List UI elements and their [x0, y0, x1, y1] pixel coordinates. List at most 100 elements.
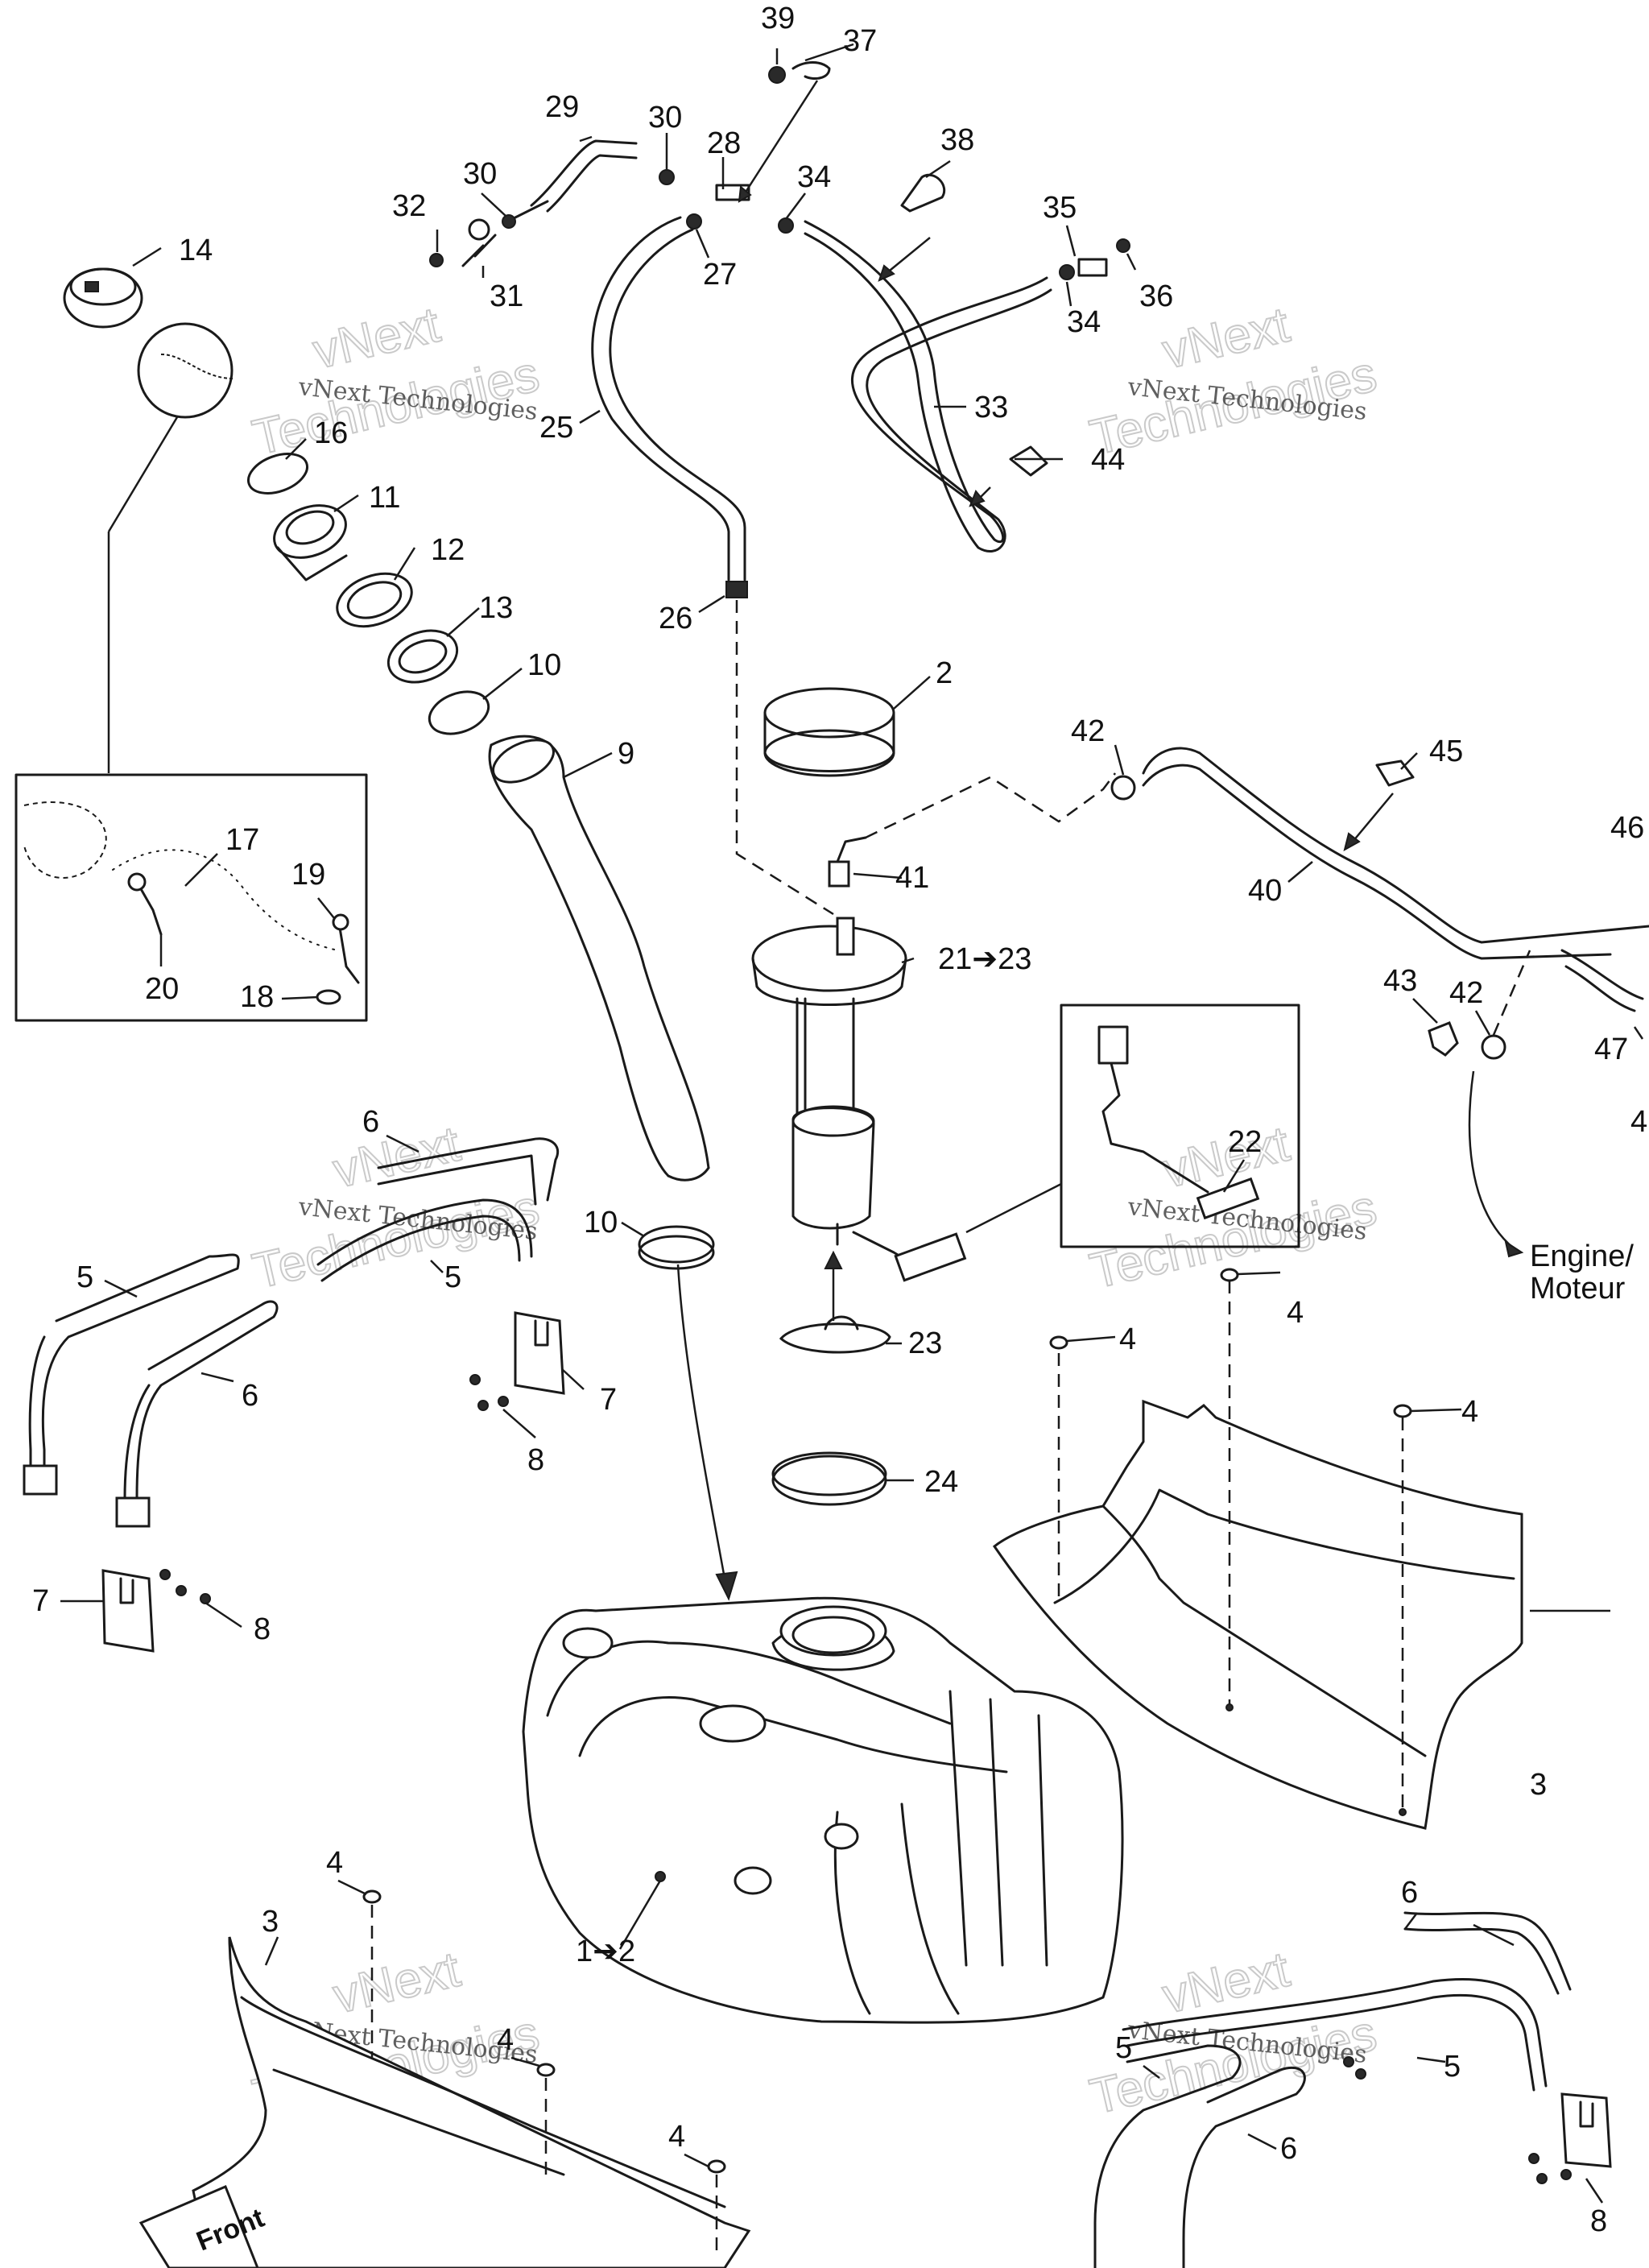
skid-plate-body-b: [192, 1936, 751, 2268]
straps-top-group: [23, 1137, 565, 1653]
callout-2: 2: [936, 656, 953, 690]
callout-6a: 6: [362, 1105, 379, 1139]
callout-4b: 4: [1287, 1296, 1304, 1330]
callout-17: 17: [225, 823, 259, 857]
callout-40: 40: [1248, 874, 1282, 908]
callout-3b: 3: [262, 1905, 279, 1939]
tank-opening: [779, 1605, 887, 1657]
float-detail-box: [965, 1004, 1300, 1248]
callout-43: 43: [1383, 964, 1417, 998]
gasket-16: [247, 453, 308, 495]
callout-31: 31: [490, 279, 523, 313]
watermark-large-vnext: vNext: [329, 1942, 465, 2025]
callout-23: 23: [908, 1326, 942, 1360]
callout-10b: 10: [584, 1206, 618, 1240]
callout-10a: 10: [527, 648, 561, 682]
skid-plate-3a: [992, 1268, 1523, 1830]
nut-39: [768, 66, 786, 84]
watermark-top-left: vNext Technologies vNext Technologies: [247, 296, 545, 467]
callout-8c: 8: [1590, 2204, 1607, 2238]
watermark-large-vnext: vNext: [308, 297, 445, 380]
washer-18: [316, 989, 341, 1005]
rivet-4c: [1393, 1404, 1412, 1418]
clamp-27: [686, 213, 702, 230]
clip-45: [1375, 759, 1415, 787]
callout-5a: 5: [76, 1260, 93, 1294]
clamp-10b: [638, 1225, 715, 1264]
tank-body: [522, 1596, 1124, 2024]
callout-labels: 39 37 29 30 28 38 30 32 34 35 31 27 36 3…: [32, 2, 1647, 2238]
callout-19: 19: [291, 858, 325, 892]
callout-7b: 7: [32, 1584, 49, 1618]
rivet-4a: [1049, 1335, 1068, 1350]
callout-30b: 30: [463, 157, 497, 191]
fitting-31: [468, 218, 490, 241]
callout-27: 27: [703, 258, 737, 292]
skid-plate-body: [992, 1399, 1523, 1830]
fuel-line-40: [865, 747, 1649, 1258]
clip-44: [1009, 445, 1048, 477]
rivet-4f: [707, 2159, 726, 2174]
callout-13: 13: [479, 591, 513, 625]
gasket-24: [771, 1455, 887, 1506]
callout-25: 25: [539, 411, 573, 445]
connector-43: [1428, 1021, 1459, 1057]
rivet-19: [332, 913, 349, 931]
callout-11: 11: [369, 481, 400, 515]
bracket-7c: [1560, 2092, 1612, 2168]
float-22: [894, 1232, 967, 1282]
connector-41: [828, 860, 850, 888]
tether-detail-circle: [137, 322, 234, 419]
callout-24: 24: [924, 1465, 958, 1499]
cap-36: [1116, 238, 1130, 253]
grommet-38: [900, 173, 946, 213]
callout-3a: 3: [1530, 1768, 1547, 1802]
clamp-34b: [1059, 264, 1075, 280]
watermark-large-vnext: vNext: [1158, 297, 1295, 380]
cap-32: [429, 253, 444, 267]
front-indicator: [138, 2185, 259, 2268]
rivet-4d: [362, 1889, 382, 1904]
callout-8b: 8: [254, 1612, 271, 1646]
tee-fitting: [715, 184, 750, 201]
rivet-4e: [536, 2063, 556, 2077]
callout-26: 26: [659, 602, 692, 635]
callout-5d: 5: [1444, 2050, 1461, 2084]
tether-detail-frame: [14, 773, 368, 1022]
callout-4e: 4: [497, 2023, 514, 2057]
fitting-42b: [1481, 1034, 1506, 1060]
fuel-tank-1: [522, 1264, 1124, 2024]
callout-16: 16: [314, 416, 348, 450]
tether-detail-box: [14, 773, 368, 1022]
bolt-20: [135, 880, 163, 936]
pump-body: [791, 1107, 875, 1230]
callout-45: 45: [1429, 735, 1463, 768]
callout-30: 30: [648, 101, 682, 135]
bracket-7a: [514, 1311, 565, 1395]
callout-5b: 5: [444, 1260, 461, 1294]
straps-bottom-group: [1093, 1911, 1612, 2268]
callout-6c: 6: [1401, 1876, 1418, 1910]
watermark-large-vnext: vNext: [1158, 1116, 1295, 1199]
gasket-12: [336, 572, 413, 628]
callout-6b: 6: [242, 1379, 258, 1413]
clamp-30: [659, 169, 675, 185]
callout-46: 46: [1610, 811, 1644, 845]
vent-hose-assembly: [429, 61, 1130, 598]
clamp-10a: [428, 690, 490, 735]
callout-34b: 34: [1067, 305, 1101, 339]
callout-18: 18: [240, 980, 274, 1014]
callout-32: 32: [392, 189, 426, 223]
filler-neck-assembly: [63, 267, 715, 1270]
callout-8a: 8: [527, 1443, 544, 1477]
callout-22: 22: [1228, 1125, 1262, 1159]
callout-21-23: 21➔23: [938, 942, 1031, 976]
callout-12: 12: [431, 533, 465, 567]
callout-6d: 6: [1280, 2132, 1297, 2166]
callout-38: 38: [940, 123, 974, 157]
callout-34: 34: [797, 160, 831, 194]
fitting-35: [1077, 258, 1108, 277]
callout-7a: 7: [600, 1383, 617, 1417]
callout-33: 33: [974, 391, 1008, 424]
